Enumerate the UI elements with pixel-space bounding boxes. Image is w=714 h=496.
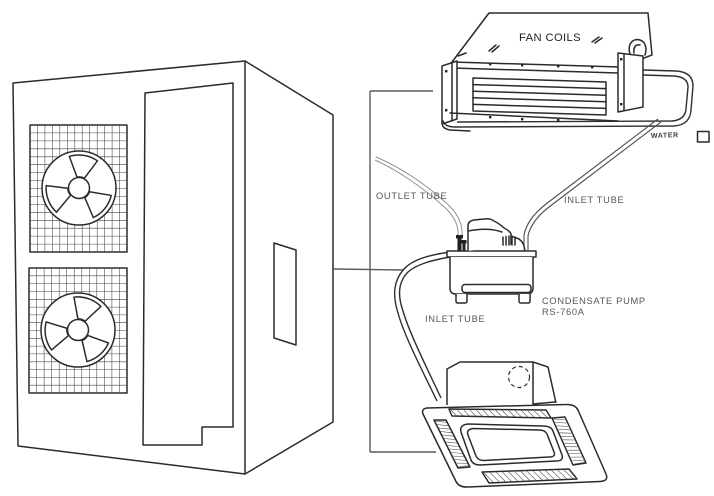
bottom-band: [449, 112, 619, 122]
screw: [521, 118, 524, 121]
connector-branch-outdoor-unit: [333, 268, 404, 271]
cassette-vent-top-hatch: [450, 409, 551, 418]
discharge-fitting: [462, 243, 466, 251]
pipe-knockout-dashed-circle: [507, 365, 531, 389]
inlet-tube-lower-label: INLET TUBE: [425, 314, 485, 324]
condensate-pump: [446, 218, 537, 304]
screw: [489, 116, 492, 119]
condensate-tubing: [374, 118, 662, 402]
cassette-vent-bottom-hatch: [483, 469, 577, 483]
fan-lower-icon: [40, 292, 116, 368]
outdoor-unit-service-panel: [142, 82, 234, 446]
fan-coils-label: FAN COILS: [519, 32, 581, 44]
inlet-tube-upper-line: [523, 118, 659, 250]
screw: [521, 64, 524, 67]
pump-foot: [455, 294, 468, 304]
discharge-fitting-cap: [456, 235, 463, 239]
diagram-labels: OUTLET TUBE INLET TUBE INLET TUBE CONDEN…: [376, 191, 646, 324]
top-face-vent-marks: [457, 36, 603, 57]
refrigerant-connector-lines: [333, 90, 436, 453]
discharge-fitting: [457, 238, 462, 251]
screw: [557, 65, 560, 68]
water-label: WATER: [651, 132, 679, 140]
screw: [445, 109, 448, 112]
cassette-vent-top: [448, 408, 552, 419]
front-top-band: [451, 67, 619, 74]
inlet-tube-upper-label: INLET TUBE: [564, 195, 624, 205]
cassette-vent-left-hatch: [434, 420, 470, 467]
fan-coil-unit: FAN COILS WATER: [441, 12, 710, 143]
screw: [591, 66, 594, 69]
screw: [445, 70, 448, 73]
drain-tube-inner: [456, 74, 689, 123]
pump-tank-base-recess: [461, 283, 532, 294]
pump-model-label: RS-760A: [542, 307, 585, 317]
discharge-fitting-cap: [461, 240, 467, 244]
inlet-tube-upper-line: [527, 121, 662, 250]
outlet-tube-label: OUTLET TUBE: [376, 191, 447, 201]
cassette-unit: [421, 361, 608, 488]
pump-tank-rim: [446, 250, 537, 258]
pump-motor-vents: [502, 235, 516, 246]
inlet-tube-lower-line: [398, 256, 451, 399]
header-elbow-pipe: [628, 38, 647, 56]
fan-hub: [67, 176, 91, 200]
drain-tube-outer: [442, 69, 694, 128]
pump-name-label: CONDENSATE PUMP: [542, 296, 646, 306]
outdoor-unit-side-access-door: [273, 242, 297, 346]
outdoor-unit: [12, 60, 334, 475]
pump-motor: [467, 218, 526, 252]
screw: [489, 63, 492, 66]
screw: [620, 103, 623, 106]
cassette-pipe-box-edge: [532, 361, 556, 405]
fan-upper-icon: [41, 150, 117, 226]
fan-grille-upper: [29, 124, 128, 253]
cassette-center-grille: [459, 423, 564, 466]
cassette-vent-right: [551, 416, 587, 466]
cassette-vent-bottom: [481, 468, 578, 484]
pump-foot: [518, 294, 531, 304]
drain-pan-lip: [441, 120, 471, 132]
cassette-pipe-box: [446, 361, 557, 405]
louver-slats: [472, 83, 607, 110]
cassette-center-grille-inner: [466, 427, 556, 462]
left-end-panel: [441, 60, 458, 125]
cassette-vent-right-hatch: [552, 418, 586, 465]
louver-panel: [472, 77, 607, 116]
outlet-tube-line: [375, 156, 463, 236]
fan-grille-lower: [28, 267, 128, 394]
inlet-tube-lower-line: [393, 251, 451, 402]
fan-hub: [66, 318, 90, 342]
outlet-tube-line: [374, 159, 459, 236]
screw: [620, 58, 623, 61]
drain-outlet-square: [696, 130, 710, 143]
pump-motor-cap-line: [467, 228, 503, 233]
screw: [557, 119, 560, 122]
